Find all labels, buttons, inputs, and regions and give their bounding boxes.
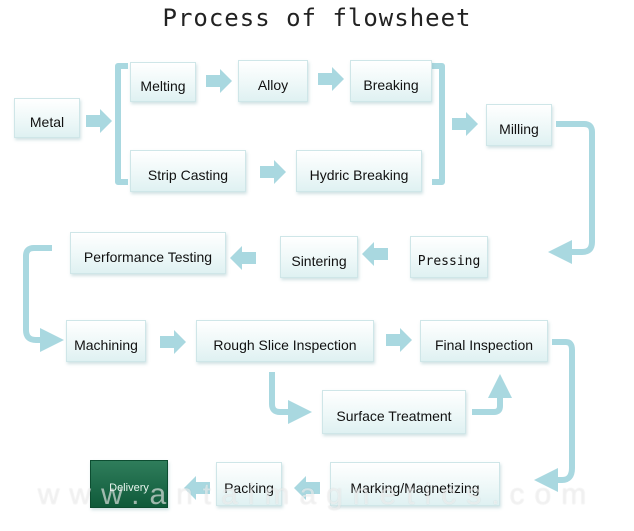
arrow-packing-to-delivery	[184, 476, 210, 500]
step-rough-slice-inspection-label: Rough Slice Inspection	[213, 337, 357, 353]
step-melting-label: Melting	[140, 78, 186, 94]
step-machining-label: Machining	[74, 337, 138, 353]
step-milling: Milling	[486, 104, 552, 146]
step-melting: Melting	[130, 62, 196, 102]
step-sintering-label: Sintering	[291, 253, 347, 269]
arrow-marking-to-packing	[294, 476, 320, 500]
step-breaking: Breaking	[350, 60, 432, 102]
step-milling-label: Milling	[499, 121, 539, 137]
arrow-pressing-to-sintering	[362, 242, 388, 266]
arrow-metal-to-split	[86, 109, 112, 133]
step-sintering: Sintering	[280, 236, 358, 278]
step-alloy: Alloy	[238, 60, 308, 102]
split-bracket-right	[432, 63, 445, 185]
step-breaking-label: Breaking	[363, 77, 419, 93]
step-performance-testing: Performance Testing	[70, 232, 226, 274]
diagram-title: Process of flowsheet	[162, 4, 472, 32]
step-hydric-breaking: Hydric Breaking	[296, 150, 422, 192]
step-performance-testing-label: Performance Testing	[83, 249, 213, 265]
split-bracket-left	[115, 63, 128, 185]
arrow-rough-to-surface	[269, 372, 312, 424]
step-machining: Machining	[66, 320, 146, 362]
step-metal: Metal	[14, 98, 80, 138]
step-packing-label: Packing	[224, 480, 274, 496]
step-strip-casting-label: Strip Casting	[147, 167, 229, 183]
arrow-split-to-milling	[452, 112, 478, 136]
step-pressing-label: Pressing	[417, 253, 481, 269]
step-rough-slice-inspection: Rough Slice Inspection	[196, 320, 374, 362]
step-marking-magnetizing-label: Marking/Magnetizing	[350, 480, 480, 496]
step-final-inspection: Final Inspection	[420, 320, 548, 362]
arrow-performance-to-machining	[23, 245, 64, 352]
watermark: www.antaimagnetics.com	[37, 478, 597, 511]
step-surface-treatment: Surface Treatment	[322, 390, 466, 434]
arrow-melting-to-alloy	[206, 69, 232, 93]
arrow-machining-to-rough	[160, 330, 186, 354]
arrow-final-to-marking	[534, 339, 575, 492]
step-alloy-label: Alloy	[257, 77, 289, 93]
step-surface-treatment-label: Surface Treatment	[336, 408, 452, 424]
arrow-sintering-to-performance	[230, 246, 256, 270]
step-final-inspection-label: Final Inspection	[434, 337, 534, 353]
arrow-surface-to-final	[472, 374, 512, 415]
step-hydric-breaking-label: Hydric Breaking	[309, 167, 409, 183]
step-delivery: Delivery	[90, 460, 168, 508]
step-marking-magnetizing: Marking/Magnetizing	[330, 462, 500, 506]
step-metal-label: Metal	[29, 114, 65, 130]
arrow-alloy-to-breaking	[318, 67, 344, 91]
arrow-milling-to-pressing	[548, 121, 595, 264]
arrow-strip-to-hydric	[260, 160, 286, 184]
step-pressing: Pressing	[410, 236, 488, 278]
step-strip-casting: Strip Casting	[130, 150, 246, 192]
step-packing: Packing	[216, 462, 282, 506]
step-delivery-label: Delivery	[109, 482, 149, 494]
arrow-rough-to-final	[386, 328, 412, 352]
